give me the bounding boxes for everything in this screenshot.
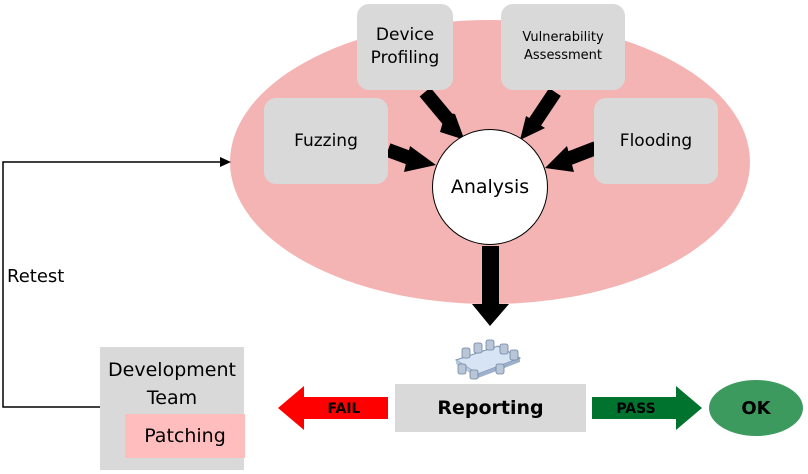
ok-ellipse	[709, 380, 803, 436]
development-team-label: Development Team	[108, 359, 236, 409]
flooding-label: Flooding	[619, 131, 693, 151]
fuzzing-box: Fuzzing	[264, 98, 388, 184]
flooding-box: Flooding	[594, 98, 718, 184]
arrow-flooding-to-analysis	[545, 141, 599, 172]
vulnerability-assessment-box: Vulnerability Assessment	[501, 4, 625, 90]
arrow-device-profiling-to-analysis	[419, 87, 466, 144]
retest-label: Retest	[7, 266, 65, 287]
analysis-label: Analysis	[450, 176, 530, 198]
vulnerability-assessment-label: Vulnerability Assessment	[522, 30, 604, 63]
meeting-table-icon	[454, 339, 522, 380]
arrow-vulnerability-to-analysis	[520, 88, 561, 140]
fail-arrow	[278, 386, 388, 430]
arrow-analysis-to-reporting	[472, 246, 509, 326]
device-profiling-label: Device Profiling	[370, 25, 440, 68]
retest-connector	[2, 157, 231, 408]
development-team-box: Development Team Patching	[100, 347, 245, 470]
reporting-label: Reporting	[437, 397, 544, 419]
ok-label: OK	[741, 397, 771, 419]
arrow-fuzzing-to-analysis	[385, 143, 436, 172]
analysis-node: Analysis	[432, 129, 548, 245]
pass-arrow	[592, 386, 702, 430]
patching-label: Patching	[144, 425, 226, 447]
reporting-box: Reporting	[395, 384, 586, 432]
device-profiling-box: Device Profiling	[357, 4, 453, 90]
patching-box: Patching	[125, 414, 245, 458]
fail-label: FAIL	[327, 400, 361, 417]
fuzzing-label: Fuzzing	[294, 131, 358, 151]
pass-label: PASS	[616, 400, 656, 417]
